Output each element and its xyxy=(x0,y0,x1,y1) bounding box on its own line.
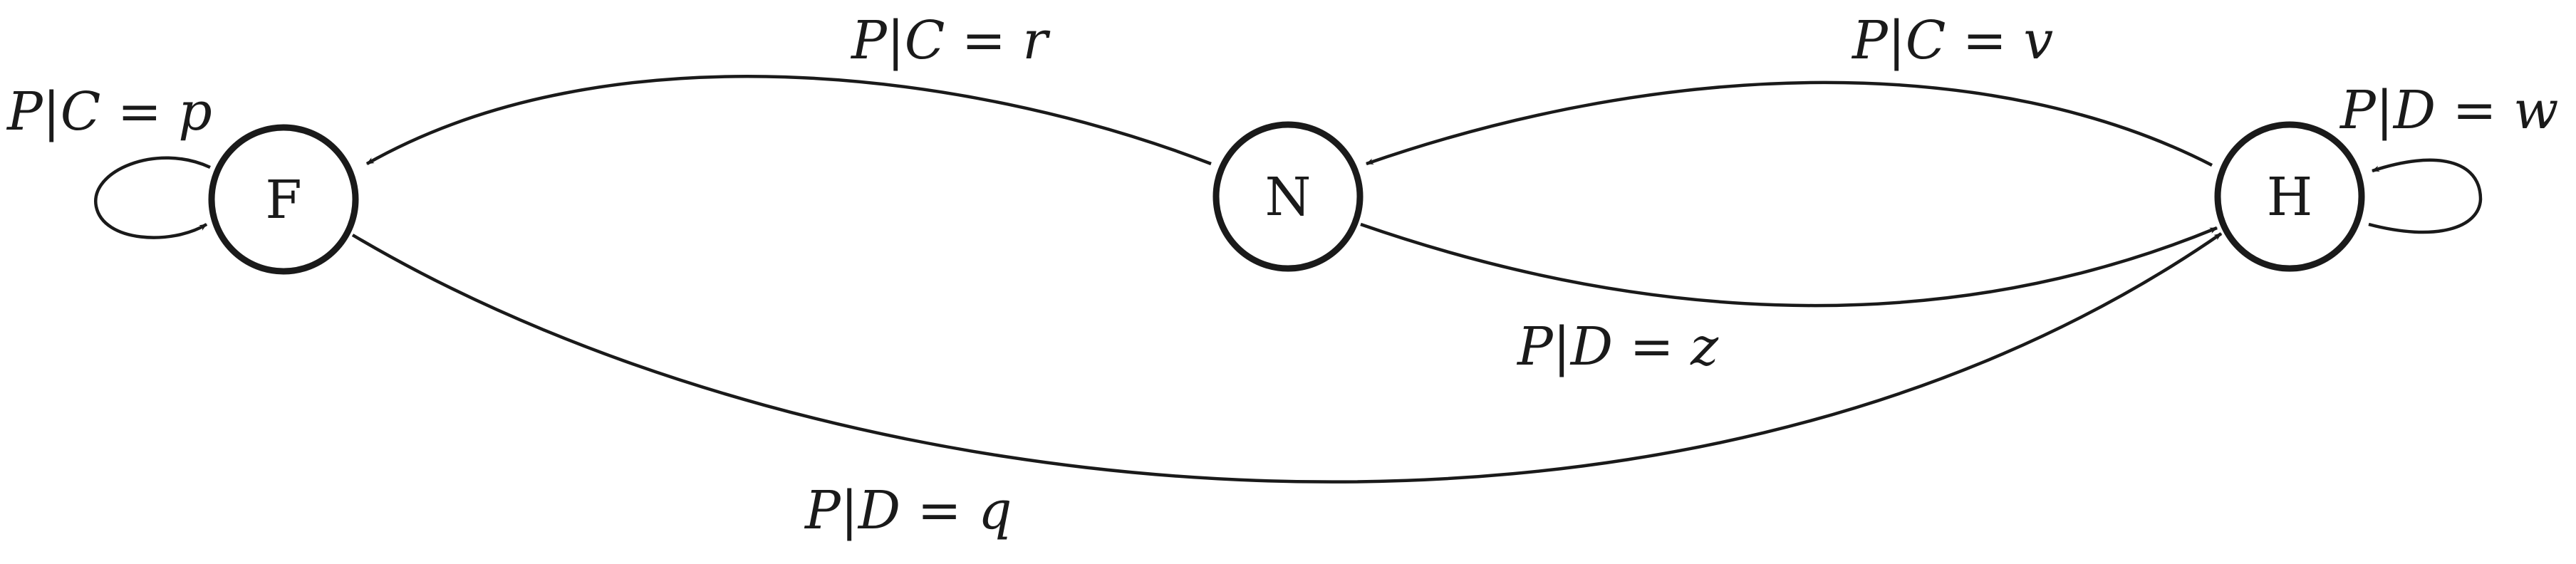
edge-h-to-n xyxy=(1365,80,2213,167)
node-f: F xyxy=(208,124,359,275)
edge-label-h-to-n: P|C = v xyxy=(1851,10,2053,71)
edge-n-to-f xyxy=(365,75,1212,166)
edge-f-to-h xyxy=(351,232,2223,484)
node-n: N xyxy=(1212,121,1364,272)
edge-label-h-self: P|D = w xyxy=(2339,80,2558,141)
edge-label-f-self: P|C = p xyxy=(6,81,212,142)
node-h-label: H xyxy=(2267,167,2313,228)
edge-n-to-h xyxy=(1360,222,2218,308)
edge-h-self-loop xyxy=(2368,158,2483,234)
node-f-label: F xyxy=(265,169,301,231)
node-n-label: N xyxy=(1265,167,1312,228)
edge-f-self-loop xyxy=(94,156,211,239)
edge-label-f-to-h: P|D = q xyxy=(804,480,1012,541)
node-h: H xyxy=(2214,121,2365,272)
edge-label-n-to-h: P|D = z xyxy=(1516,316,1719,377)
edge-label-n-to-f: P|C = r xyxy=(850,10,1051,71)
